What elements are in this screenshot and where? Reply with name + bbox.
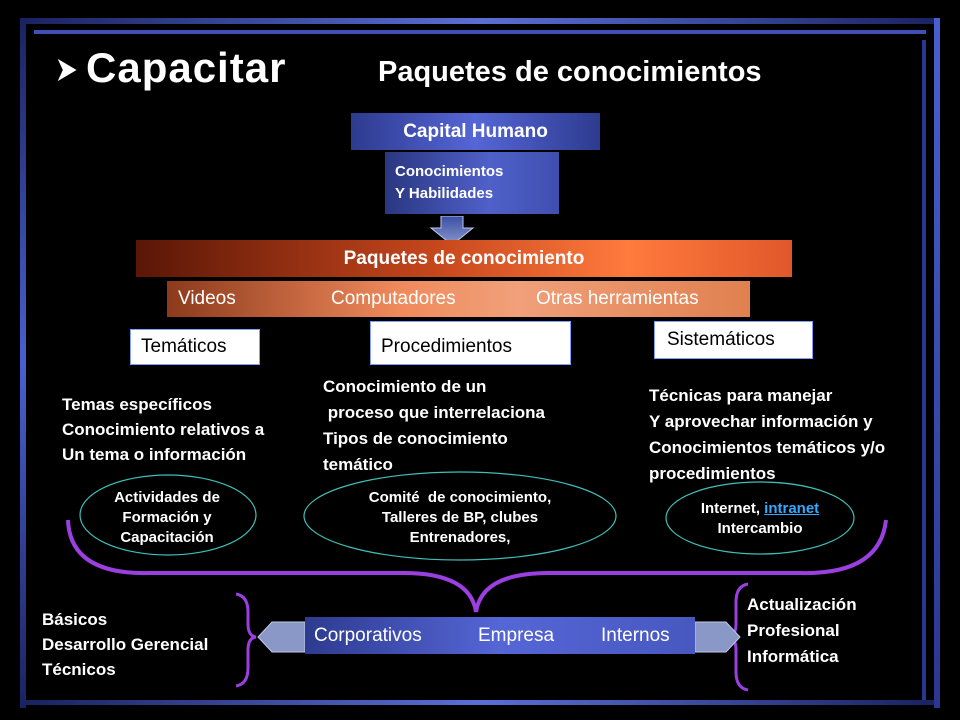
right-list-item: Informática	[747, 647, 839, 666]
sistematicos-description: Técnicas para manejar Y aprovechar infor…	[649, 383, 885, 487]
tool-videos: Videos	[178, 288, 236, 309]
intranet-link[interactable]: intranet	[764, 500, 820, 517]
down-arrow-icon	[429, 216, 475, 246]
desc-line: Tipos de conocimiento	[323, 429, 508, 448]
frame-left-bar	[20, 18, 26, 708]
ellipse-line: Comité de conocimiento,	[368, 489, 552, 506]
left-list: Básicos Desarrollo Gerencial Técnicos	[42, 607, 208, 682]
right-list-item: Profesional	[747, 621, 840, 640]
ellipse-procedimientos	[303, 471, 617, 561]
bottom-empresa: Empresa	[478, 625, 555, 646]
ellipse-tematicos-text: Actividades de Formación y Capacitación	[82, 488, 252, 548]
tool-computadores: Computadores	[331, 288, 456, 309]
right-list-item: Actualización	[747, 595, 857, 614]
capital-humano-box: Capital Humano	[351, 113, 600, 150]
desc-line: Técnicas para manejar	[649, 386, 833, 405]
left-brace	[235, 592, 257, 688]
ellipse-line: Capacitación	[120, 529, 214, 546]
frame-right-bar-inner	[922, 40, 926, 700]
tematicos-description: Temas específicos Conocimiento relativos…	[62, 392, 264, 467]
ellipse-line: Actividades de	[114, 489, 220, 506]
conocimientos-box: Conocimientos Y Habilidades	[385, 152, 559, 214]
tools-bar: Videos Computadores Otras herramientas	[167, 281, 750, 317]
ellipse-line: Internet, intranet	[666, 499, 854, 519]
conocimientos-line2: Y Habilidades	[395, 185, 494, 202]
frame-top-bar	[20, 18, 940, 24]
conocimientos-line1: Conocimientos	[395, 163, 504, 180]
bottom-internos: Internos	[601, 625, 670, 646]
category-tematicos: Temáticos	[130, 329, 260, 365]
slide-title: Capacitar	[86, 44, 287, 91]
desc-line: temático	[323, 455, 393, 474]
desc-line: Y aprovechar información y	[649, 412, 873, 431]
right-list: Actualización Profesional Informática	[747, 592, 857, 670]
desc-line: proceso que interrelaciona	[323, 403, 546, 422]
category-procedimientos: Procedimientos	[370, 321, 571, 365]
ellipse-sistematicos	[665, 481, 855, 555]
bottom-corporativos: Corporativos	[314, 625, 422, 646]
ellipse-line: Entrenadores,	[409, 529, 511, 546]
ellipse-line: Talleres de BP, clubes	[381, 509, 539, 526]
desc-line: Un tema o información	[62, 445, 247, 464]
double-arrow-shape	[257, 621, 306, 653]
slide-subtitle: Paquetes de conocimientos	[378, 56, 762, 88]
desc-line: Conocimiento relativos a	[62, 420, 265, 439]
bottom-bar: Corporativos Empresa Internos	[305, 617, 695, 654]
procedimientos-description: Conocimiento de un proceso que interrela…	[323, 374, 545, 478]
tool-otras-herramientas: Otras herramientas	[536, 288, 699, 309]
frame-top-bar-inner	[34, 30, 926, 34]
ellipse-tematicos	[79, 474, 257, 556]
ellipse-line: Intercambio	[717, 520, 803, 537]
left-list-item: Técnicos	[42, 660, 116, 679]
ellipse-sistematicos-text: Internet, intranet Intercambio	[666, 499, 854, 539]
desc-line: procedimientos	[649, 464, 776, 483]
paquetes-banner: Paquetes de conocimiento	[136, 240, 792, 277]
category-sistematicos: Sistemáticos	[654, 321, 813, 359]
left-list-item: Desarrollo Gerencial	[42, 635, 209, 654]
frame-right-bar	[934, 18, 940, 708]
desc-line: Conocimiento de un	[323, 377, 487, 396]
ellipse-procedimientos-text: Comité de conocimiento, Talleres de BP, …	[305, 488, 615, 548]
big-brace	[66, 519, 888, 613]
left-list-item: Básicos	[42, 610, 108, 629]
ellipse-line: Formación y	[122, 509, 212, 526]
ellipse-prefix: Internet,	[700, 500, 765, 517]
arrow-bullet-icon	[54, 55, 80, 85]
desc-line: Temas específicos	[62, 395, 212, 414]
frame-bottom-bar	[26, 700, 934, 705]
desc-line: Conocimientos temáticos y/o	[649, 438, 886, 457]
